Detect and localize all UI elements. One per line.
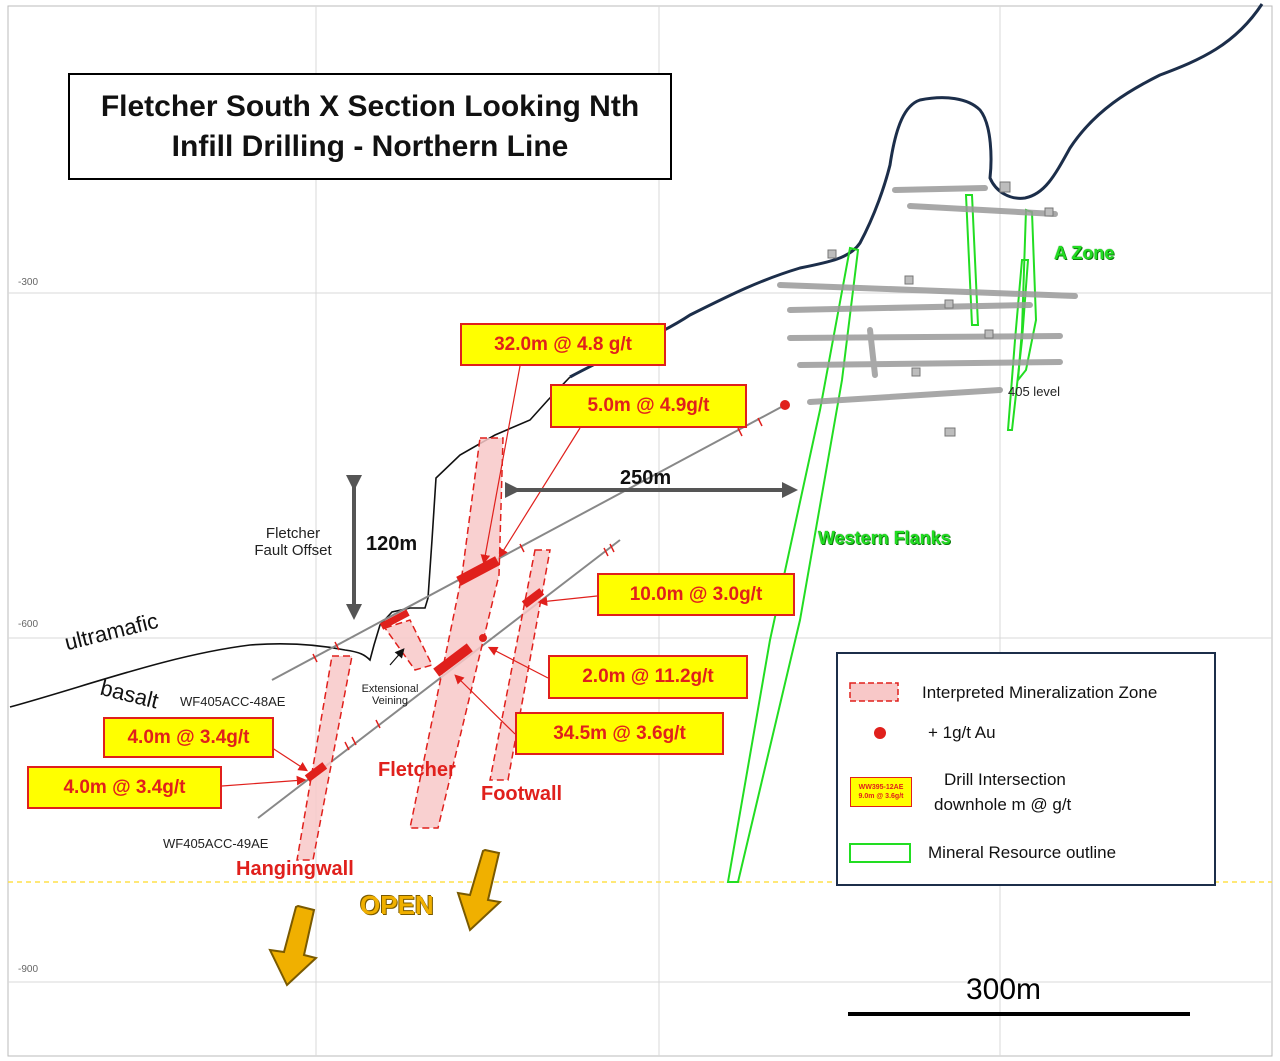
intercept-box: 2.0m @ 11.2g/t: [548, 655, 748, 699]
ext-label-line-2: Veining: [371, 695, 409, 707]
open-arrows: [268, 848, 503, 987]
ext-label-line-1: Extensional: [361, 683, 419, 695]
lithology-contact: [9, 376, 571, 708]
intercept-box: 4.0m @ 3.4g/t: [27, 766, 222, 809]
workings-detail: [827, 181, 1054, 437]
legend-mineralization-text: Interpreted Mineralization Zone: [922, 683, 1158, 702]
legend-mini-line-1: WW395-12AE: [858, 784, 904, 791]
footwall-label: Footwall: [481, 783, 563, 805]
dimension-arrows: [346, 475, 798, 620]
legend-mineralization-swatch: [849, 682, 899, 702]
title-box: Fletcher South X Section Looking Nth Inf…: [68, 73, 672, 180]
extensional-veining-label: Extensional Veining: [358, 683, 422, 707]
intercept-box: 5.0m @ 4.9g/t: [550, 384, 747, 428]
title-line-2: Infill Drilling - Northern Line: [171, 129, 569, 163]
legend-resource-swatch: [849, 843, 911, 863]
legend-drill-text-2: downhole m @ g/t: [934, 795, 1072, 814]
extensional-zone: [383, 619, 434, 671]
assay-ticks: [312, 417, 763, 751]
veining-pointer: [389, 648, 405, 666]
legend-mini-line-2: 9.0m @ 3.6g/t: [858, 793, 904, 800]
hole-49ae-label: WF405ACC-49AE: [163, 836, 269, 851]
open-arrow-right: [456, 848, 503, 932]
hangingwall-label: Hangingwall: [236, 858, 354, 880]
footwall-zone: [489, 549, 551, 781]
y-axis-label-600: -600: [18, 619, 39, 630]
y-axis-label-900: -900: [18, 964, 39, 975]
level-405-label: 405 level: [1008, 384, 1061, 399]
legend-symbols: [849, 682, 911, 863]
title-line-1: Fletcher South X Section Looking Nth: [100, 89, 640, 123]
drill-hole-48ae: [271, 404, 786, 681]
fault-label-line-2: Fault Offset: [254, 542, 332, 559]
scale-label: 300m: [966, 973, 1042, 1006]
legend-drill-swatch: WW395-12AE 9.0m @ 3.6g/t: [850, 777, 912, 807]
distance-120m-label: 120m: [366, 533, 418, 555]
plot-frame: [7, 5, 1273, 1057]
fault-label-line-1: Fletcher: [265, 525, 321, 542]
western-flanks-label: Western Flanks: [818, 528, 951, 548]
legend: Interpreted Mineralization Zone + 1g/t A…: [836, 652, 1216, 886]
open-label: OPEN: [360, 890, 434, 920]
underground-workings: [777, 185, 1078, 405]
intercept-box: 32.0m @ 4.8 g/t: [460, 323, 666, 366]
au-intercepts: [304, 400, 790, 782]
fletcher-label: Fletcher: [378, 759, 456, 781]
distance-250m-label: 250m: [620, 467, 672, 489]
legend-drill-text-1: Drill Intersection: [944, 770, 1066, 789]
hole-48ae-label: WF405ACC-48AE: [180, 694, 286, 709]
legend-au-text: + 1g/t Au: [928, 723, 996, 742]
topography-outline: [569, 3, 1264, 379]
intercept-box: 34.5m @ 3.6g/t: [515, 712, 724, 755]
fault-offset-label: Fletcher Fault Offset: [248, 525, 338, 559]
legend-au-dot: [874, 727, 886, 739]
y-axis-label-300: -300: [18, 277, 39, 288]
open-arrow-left: [268, 904, 319, 987]
a-zone-label: A Zone: [1054, 243, 1115, 263]
hangingwall-zone: [296, 655, 353, 861]
intercept-box: 4.0m @ 3.4g/t: [103, 717, 274, 758]
intercept-box: 10.0m @ 3.0g/t: [597, 573, 795, 616]
legend-resource-text: Mineral Resource outline: [928, 843, 1117, 862]
